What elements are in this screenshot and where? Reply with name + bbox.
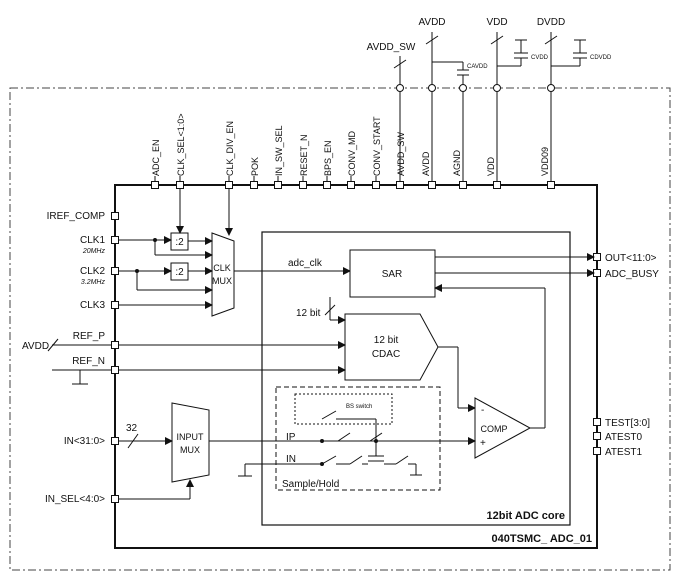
pin-test: TEST[3:0] [605, 418, 650, 429]
clk-mux [211, 232, 235, 317]
supply-avdd: AVDD [418, 17, 445, 28]
supply-avdd-sw: AVDD_SW [367, 42, 416, 53]
sample-hold-block [275, 386, 441, 491]
clock-wiring [119, 189, 351, 309]
outer-boundary [9, 87, 671, 571]
pin-iref-comp: IREF_COMP [47, 211, 106, 222]
clock-junctions [135, 238, 157, 273]
pin-clk1: CLK1 [80, 235, 105, 246]
pin-clk-sel: CLK_SEL<1:0> [176, 113, 186, 176]
input-mux-label-1: INPUT [177, 432, 205, 442]
pin-pok: POK [250, 157, 260, 176]
pin-avdd-sw: AVDD_SW [396, 132, 406, 176]
pin-in-bus: IN<31:0> [64, 436, 105, 447]
supply-pads [396, 84, 555, 92]
clk-mux-label-1: CLK [213, 263, 231, 273]
input-mux [171, 402, 210, 483]
core-wiring [119, 253, 595, 429]
sample-hold-label: Sample/Hold [282, 479, 339, 490]
cdac-block [344, 313, 439, 381]
cap-avdd-label: CAVDD [467, 64, 488, 70]
pin-conv-md: CONV_MD [347, 130, 357, 176]
bs-switch-label: BS switch [346, 404, 372, 410]
bs-switch-block [294, 393, 393, 425]
cdac-label-1: 12 bit [374, 335, 399, 346]
sar-label: SAR [382, 269, 403, 280]
pin-adc-busy: ADC_BUSY [605, 269, 659, 280]
pin-bps-en: BPS_EN [323, 140, 333, 176]
pin-atest0: ATEST0 [605, 432, 642, 443]
supply-wiring [393, 32, 587, 185]
comparator [474, 397, 532, 459]
ip-label: IP [286, 432, 296, 443]
in-label: IN [286, 454, 296, 465]
input-wiring [119, 433, 476, 500]
pin-clk2-freq: 3.2MHz [81, 279, 106, 286]
comp-label: COMP [481, 424, 508, 434]
pin-out: OUT<11:0> [605, 253, 657, 264]
top-pin-pads [151, 181, 555, 189]
supply-vdd: VDD [486, 17, 507, 28]
ref-external-wiring [47, 338, 112, 385]
pin-reset-n: RESET_N [299, 134, 309, 176]
input-mux-label-2: MUX [180, 445, 200, 455]
comp-minus: - [481, 405, 484, 416]
cdac-label-2: CDAC [372, 349, 400, 360]
clk-divider-2-label: :2 [175, 267, 184, 278]
comp-plus: + [480, 438, 486, 449]
cap-vdd-label: CVDD [531, 55, 549, 61]
supply-dvdd: DVDD [537, 17, 565, 28]
chip-title: 040TSMC_ ADC_01 [492, 533, 592, 545]
left-pin-pads [111, 212, 119, 503]
pin-conv-start: CONV_START [372, 116, 382, 176]
pin-adc-en: ADC_EN [151, 139, 161, 176]
pin-clk2: CLK2 [80, 266, 105, 277]
top-pin-stubs [154, 176, 377, 185]
pin-avdd: AVDD [421, 151, 431, 176]
cap-dvdd-label: CDVDD [590, 55, 612, 61]
bus-width-label: 32 [126, 423, 138, 434]
pin-vdd: VDD [486, 156, 496, 176]
sample-hold-circuit [238, 410, 422, 477]
pin-clk3: CLK3 [80, 300, 105, 311]
adc-core-block [261, 231, 571, 526]
pin-ref-n: REF_N [72, 356, 105, 367]
pin-clk1-freq: 20MHz [82, 248, 106, 255]
pin-vdd09: VDD09 [540, 147, 550, 176]
pin-clk-div-en: CLK_DIV_EN [225, 121, 235, 176]
bits-label: 12 bit [296, 308, 321, 319]
adc-clk-label: adc_clk [288, 258, 323, 269]
core-title: 12bit ADC core [487, 510, 565, 522]
clk-mux-label-2: MUX [212, 276, 232, 286]
pin-agnd: AGND [452, 149, 462, 176]
sample-hold-junctions [320, 439, 378, 466]
pin-ref-p: REF_P [73, 331, 106, 342]
pin-atest1: ATEST1 [605, 447, 642, 458]
pin-in-sel: IN_SEL<4:0> [45, 494, 105, 505]
clk-divider-1-label: :2 [175, 237, 184, 248]
pin-in-sw-sel: IN_SW_SEL [274, 125, 284, 176]
ext-avdd-label: AVDD [22, 341, 49, 352]
